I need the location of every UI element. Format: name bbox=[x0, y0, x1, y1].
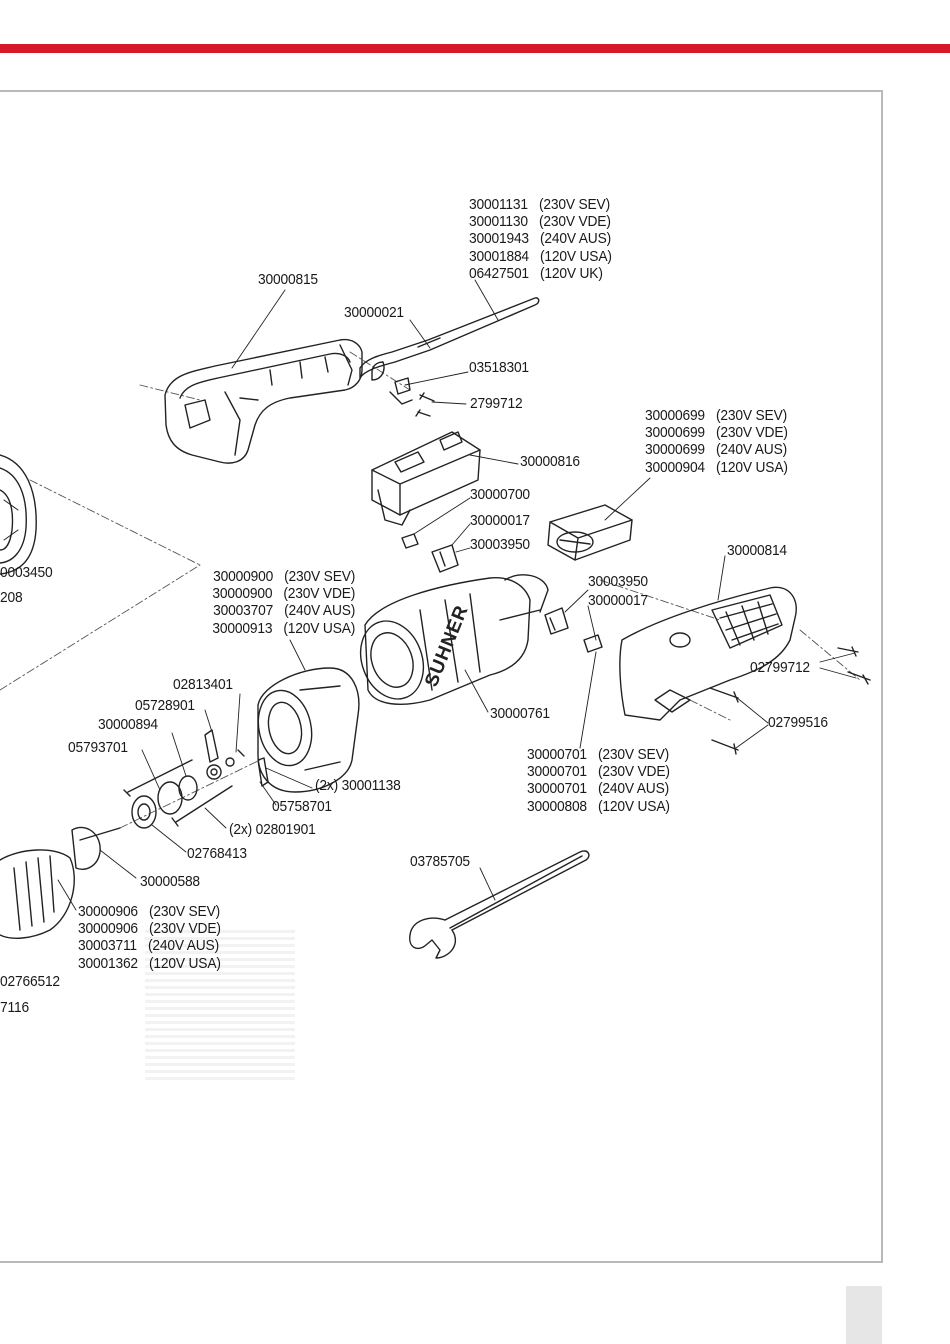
armature bbox=[0, 826, 121, 939]
label-03518301: 03518301 bbox=[469, 359, 529, 376]
label-edge-0003450: 0003450 bbox=[0, 564, 53, 581]
label-30000761: 30000761 bbox=[490, 705, 550, 722]
switch-cap bbox=[547, 504, 633, 561]
scan-artifact bbox=[145, 930, 295, 1080]
label-05793701: 05793701 bbox=[68, 739, 128, 756]
power-cable bbox=[359, 297, 540, 381]
label-group-armature: 30000906(230V SEV) 30000906(230V VDE) 30… bbox=[78, 903, 221, 972]
label-2799712: 2799712 bbox=[470, 395, 523, 412]
label-30001138: (2x) 30001138 bbox=[315, 777, 401, 794]
label-30000814: 30000814 bbox=[727, 542, 787, 559]
label-30000021: 30000021 bbox=[344, 304, 404, 321]
label-group-switch-cap: 30000699(230V SEV) 30000699(230V VDE) 30… bbox=[645, 407, 788, 476]
label-edge-7116: 7116 bbox=[0, 999, 29, 1016]
label-02799516: 02799516 bbox=[768, 714, 828, 731]
label-02813401: 02813401 bbox=[173, 676, 233, 693]
bearing-and-screws bbox=[123, 759, 233, 829]
page-number-tab bbox=[846, 1286, 882, 1344]
label-02768413: 02768413 bbox=[187, 845, 247, 862]
small-hardware bbox=[204, 729, 269, 787]
label-30003950-right: 30003950 bbox=[588, 573, 648, 590]
label-02799712: 02799712 bbox=[750, 659, 810, 676]
label-30000816: 30000816 bbox=[520, 453, 580, 470]
label-edge-02766512: 02766512 bbox=[0, 973, 60, 990]
switch-small-parts bbox=[401, 533, 459, 573]
gear-head-partial bbox=[0, 454, 37, 575]
cable-clamp-and-screws bbox=[389, 377, 435, 417]
label-30003950-top: 30003950 bbox=[470, 536, 530, 553]
label-group-brush: 30000701(230V SEV) 30000701(230V VDE) 30… bbox=[527, 746, 670, 815]
rear-handle-shell bbox=[164, 338, 363, 464]
header-accent-bar bbox=[0, 44, 950, 53]
label-05758701: 05758701 bbox=[272, 798, 332, 815]
front-housing-shell bbox=[619, 586, 797, 721]
assembly-axis-lines bbox=[0, 351, 861, 829]
label-05728901: 05728901 bbox=[135, 697, 195, 714]
housing-screws bbox=[709, 646, 871, 755]
label-group-stator: 30000900(230V SEV) 30000900(230V VDE) 30… bbox=[212, 568, 356, 637]
label-30000588: 30000588 bbox=[140, 873, 200, 890]
wrench bbox=[409, 850, 590, 959]
label-group-cable: 30001131(230V SEV) 30001130(230V VDE) 30… bbox=[469, 196, 612, 282]
leader-lines bbox=[57, 279, 857, 911]
diagram-frame bbox=[0, 90, 883, 1263]
motor-housing bbox=[359, 574, 549, 705]
label-02801901: (2x) 02801901 bbox=[229, 821, 316, 838]
label-03785705: 03785705 bbox=[410, 853, 470, 870]
label-30000700: 30000700 bbox=[470, 486, 530, 503]
switch-module bbox=[371, 431, 481, 526]
brush-holders bbox=[544, 607, 603, 653]
label-30000815: 30000815 bbox=[258, 271, 318, 288]
label-30000894: 30000894 bbox=[98, 716, 158, 733]
stator bbox=[257, 667, 360, 793]
label-30000017-right: 30000017 bbox=[588, 592, 648, 609]
label-edge-208: 208 bbox=[0, 589, 23, 606]
label-30000017-top: 30000017 bbox=[470, 512, 530, 529]
